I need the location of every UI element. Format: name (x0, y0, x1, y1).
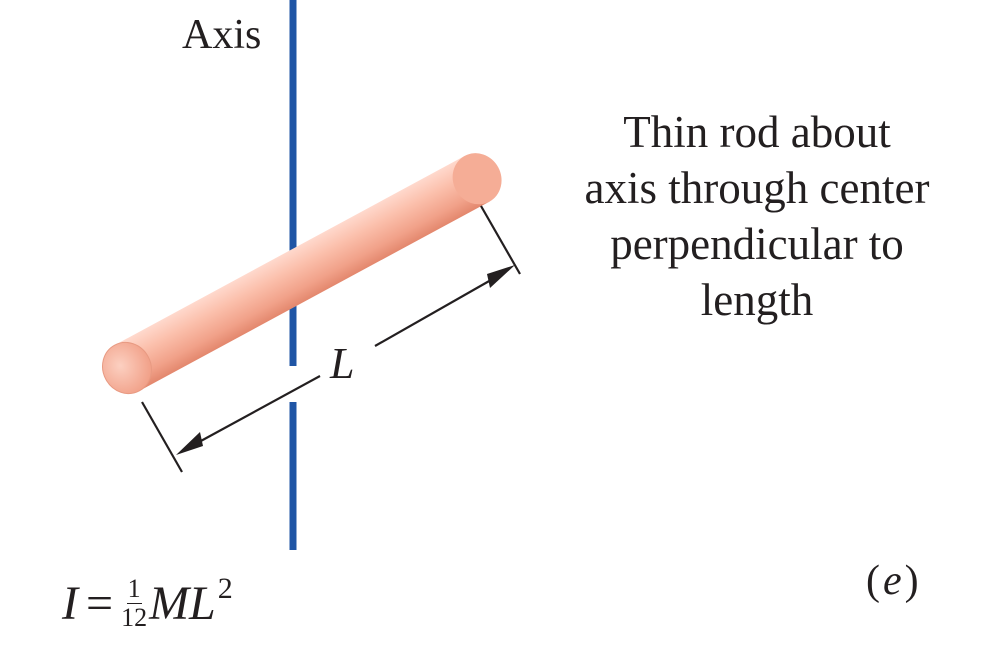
extension-line-right (480, 205, 521, 275)
arrowhead-right (487, 265, 515, 288)
panel-open-paren: ( (866, 558, 880, 604)
panel-letter: e (883, 558, 902, 604)
moment-of-inertia-formula: I = 1 12 M L 2 (62, 574, 233, 635)
length-symbol: L (189, 577, 216, 630)
rod-description: Thin rod about axis through center perpe… (530, 104, 984, 328)
extension-line-left (141, 401, 183, 473)
description-line-2: axis through center (584, 163, 930, 213)
fraction: 1 12 (121, 576, 147, 631)
mass-symbol: M (149, 577, 190, 630)
description-line-3: perpendicular to (610, 219, 904, 269)
length-dimension-label: L (330, 339, 355, 388)
exponent: 2 (217, 572, 233, 605)
fraction-numerator: 1 (126, 574, 142, 604)
panel-close-paren: ) (904, 558, 919, 604)
rod-end-cap (102, 341, 152, 395)
description-line-4: length (700, 275, 814, 325)
panel-label: (e) (866, 560, 919, 602)
fraction-denominator: 12 (121, 603, 148, 632)
inertia-symbol: I (62, 577, 78, 630)
arrowhead-left (176, 432, 203, 455)
description-line-1: Thin rod about (623, 107, 891, 157)
axis-label: Axis (182, 12, 262, 58)
equals-sign: = (85, 577, 114, 630)
dimension-line-left (187, 375, 321, 449)
thin-rod (102, 153, 502, 395)
dimension-line-right (374, 271, 506, 347)
